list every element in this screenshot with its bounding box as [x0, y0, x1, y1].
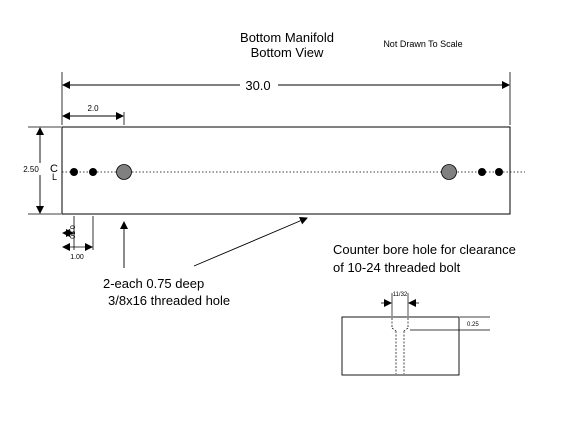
small-hole-left-1	[70, 168, 78, 176]
threaded-hole-right	[441, 164, 457, 180]
detail-width-label: 11/32	[393, 292, 408, 298]
height-label: 2.50	[23, 165, 39, 174]
threaded-hole-callout-1: 2-each 0.75 deep	[103, 276, 204, 291]
small-hole-left-2	[89, 168, 97, 176]
counterbore-step-right	[403, 327, 409, 332]
detail-depth-label: 0.25	[467, 322, 479, 328]
manifold-body	[61, 126, 511, 215]
centerline-symbol: C	[50, 163, 58, 175]
counterbore-step-left	[391, 327, 397, 332]
overall-length-label: 30.0	[245, 78, 270, 93]
counterbore-callout-2: of 10-24 threaded bolt	[333, 260, 461, 275]
detail-section-body	[341, 316, 460, 376]
small-hole-right-1	[478, 168, 486, 176]
hole-offset-label: 2.0	[87, 104, 99, 113]
counterbore-callout-1: Counter bore hole for clearance	[333, 242, 516, 257]
threaded-hole-left	[116, 164, 132, 180]
small-hole-right-2	[495, 168, 503, 176]
centerline-symbol-l: L	[52, 172, 57, 182]
counterbore-leader	[193, 217, 308, 267]
threaded-hole-callout-2: 3/8x16 threaded hole	[108, 293, 230, 308]
drawing-title: Bottom Manifold	[240, 30, 334, 45]
small-hole-label-1: 0.50	[68, 225, 75, 239]
small-hole-label-2: 1.00	[70, 254, 84, 261]
scale-note: Not Drawn To Scale	[383, 39, 462, 49]
drawing-subtitle: Bottom View	[251, 45, 324, 60]
